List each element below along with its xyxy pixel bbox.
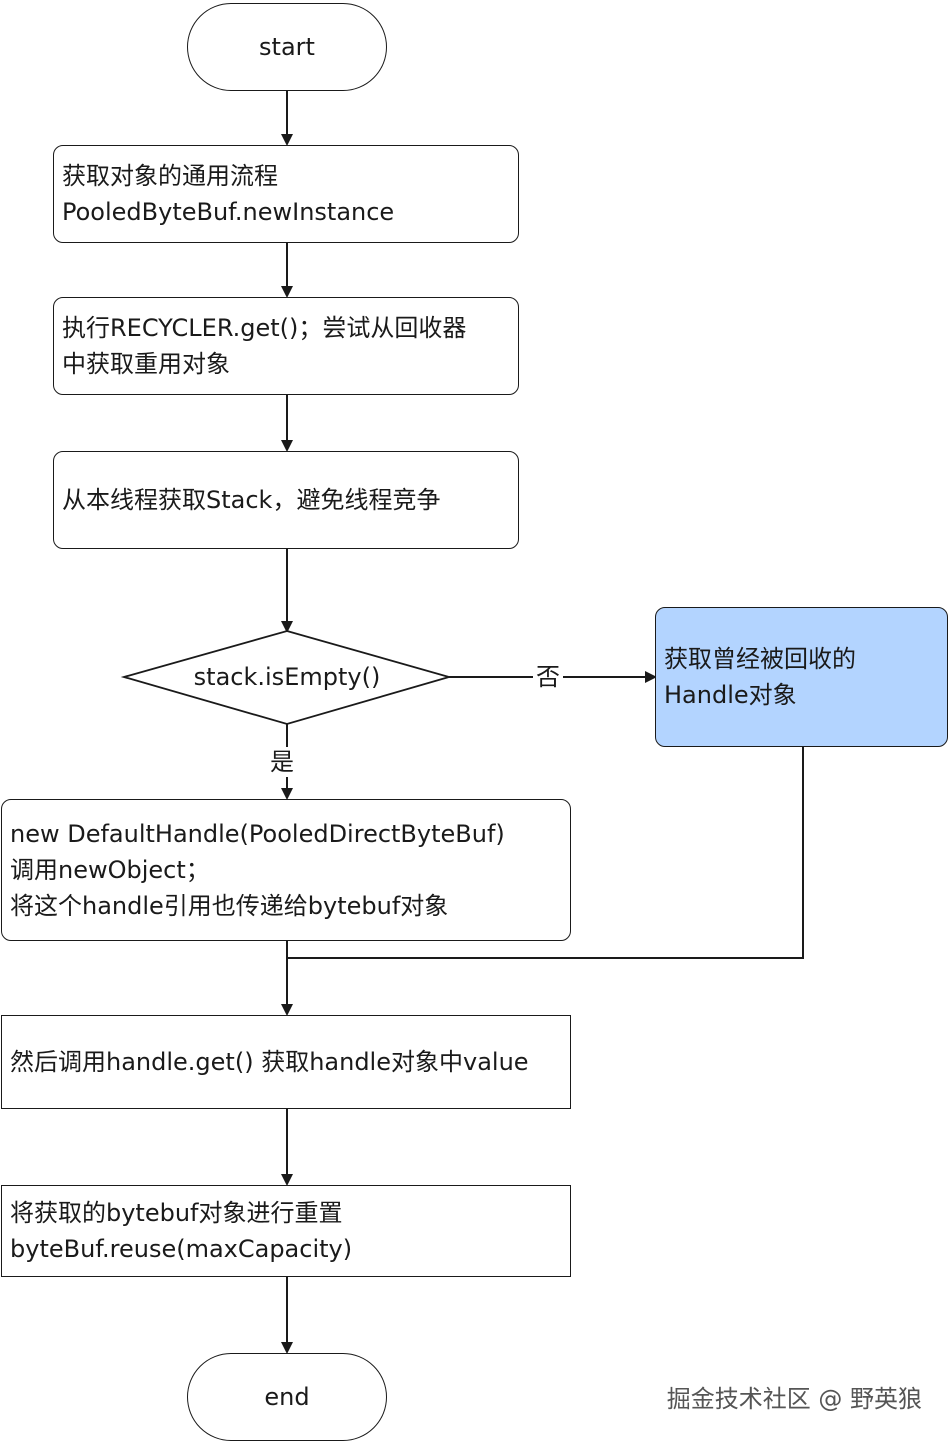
thread-stack-line1: 从本线程获取Stack，避免线程竞争	[62, 486, 441, 514]
get-flow-line2: PooledByteBuf.newInstance	[62, 198, 395, 226]
new-handle-line2: 调用newObject；	[10, 856, 210, 884]
recycler-get-line1: 执行RECYCLER.get()；尝试从回收器	[62, 314, 467, 342]
get-flow-node: 获取对象的通用流程 PooledByteBuf.newInstance	[53, 145, 519, 243]
get-flow-line1: 获取对象的通用流程	[62, 162, 278, 190]
new-handle-node: new DefaultHandle(PooledDirectByteBuf) 调…	[1, 799, 571, 941]
start-node: start	[187, 3, 387, 91]
reuse-node: 将获取的bytebuf对象进行重置 byteBuf.reuse(maxCapac…	[1, 1185, 571, 1277]
edge-handle-merge	[287, 747, 804, 959]
yes-label: 是	[267, 747, 297, 777]
end-label: end	[264, 1383, 310, 1411]
watermark: 掘金技术社区 @ 野英狼	[666, 1385, 922, 1413]
recycled-handle-node: 获取曾经被回收的 Handle对象	[655, 607, 948, 747]
start-label: start	[259, 33, 315, 61]
reuse-line2: byteBuf.reuse(maxCapacity)	[10, 1235, 353, 1263]
reuse-line1: 将获取的bytebuf对象进行重置	[10, 1199, 343, 1227]
new-handle-line3: 将这个handle引用也传递给bytebuf对象	[10, 892, 449, 920]
handle-get-line1: 然后调用handle.get() 获取handle对象中value	[10, 1048, 529, 1076]
new-handle-line1: new DefaultHandle(PooledDirectByteBuf)	[10, 820, 505, 848]
end-node: end	[187, 1353, 387, 1441]
recycler-get-node: 执行RECYCLER.get()；尝试从回收器 中获取重用对象	[53, 297, 519, 395]
recycled-handle-line1: 获取曾经被回收的	[664, 645, 856, 673]
no-label: 否	[533, 662, 563, 692]
recycled-handle-line2: Handle对象	[664, 681, 797, 709]
thread-stack-node: 从本线程获取Stack，避免线程竞争	[53, 451, 519, 549]
recycler-get-line2: 中获取重用对象	[62, 350, 230, 378]
decision-diamond	[120, 630, 453, 725]
is-empty-label: stack.isEmpty()	[193, 663, 381, 691]
handle-get-node: 然后调用handle.get() 获取handle对象中value	[1, 1015, 571, 1109]
